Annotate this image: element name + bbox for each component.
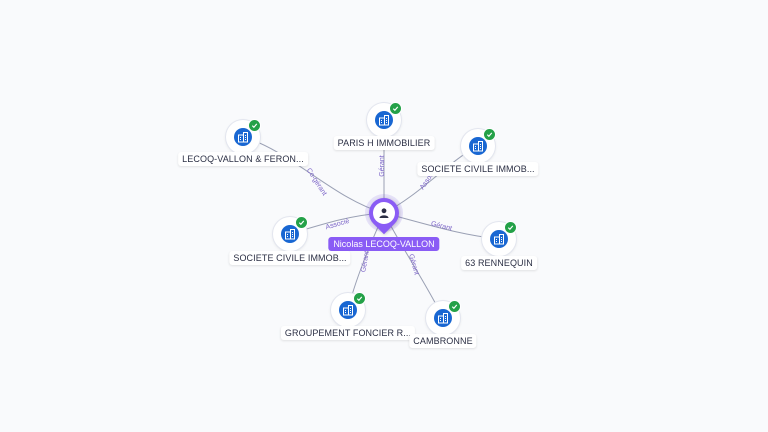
check-icon — [295, 216, 308, 229]
building-icon — [490, 230, 508, 248]
relation-label-n7: Gérant — [407, 253, 420, 276]
company-node-n2[interactable] — [367, 102, 402, 137]
building-icon — [234, 128, 252, 146]
company-node-label: PARIS H IMMOBILIER — [333, 136, 435, 150]
check-icon — [248, 119, 261, 132]
check-icon — [353, 292, 366, 305]
relation-label-n2: Gérant — [379, 155, 386, 176]
company-node-n1[interactable] — [226, 119, 261, 154]
company-node-n4[interactable] — [482, 221, 517, 256]
building-icon — [339, 301, 357, 319]
relation-label-n4: Gérant — [430, 221, 453, 233]
company-node-label: LECOQ-VALLON & FERON... — [178, 152, 308, 166]
company-node-label: GROUPEMENT FONCIER R... — [280, 326, 416, 340]
company-node-label: SOCIETE CIVILE IMMOB... — [417, 162, 539, 176]
company-node-n6[interactable] — [331, 292, 366, 327]
relation-label-n5: Associé — [325, 218, 351, 232]
relation-edge-n1 — [242, 136, 385, 214]
building-icon — [375, 111, 393, 129]
company-node-n7[interactable] — [426, 300, 461, 335]
company-node-n3[interactable] — [461, 128, 496, 163]
company-node-label: 63 RENNEQUIN — [461, 256, 537, 270]
building-icon — [434, 309, 452, 327]
check-icon — [448, 300, 461, 313]
company-node-label: SOCIETE CIVILE IMMOB... — [229, 251, 351, 265]
relation-label-n6: Gérant — [360, 251, 371, 273]
building-icon — [469, 137, 487, 155]
center-node-label: Nicolas LECOQ-VALLON — [328, 237, 440, 251]
check-icon — [483, 128, 496, 141]
company-node-label: CAMBRONNE — [409, 334, 477, 348]
company-node-n5[interactable] — [273, 216, 308, 251]
person-icon — [373, 202, 395, 224]
check-icon — [504, 221, 517, 234]
building-icon — [281, 225, 299, 243]
check-icon — [389, 102, 402, 115]
